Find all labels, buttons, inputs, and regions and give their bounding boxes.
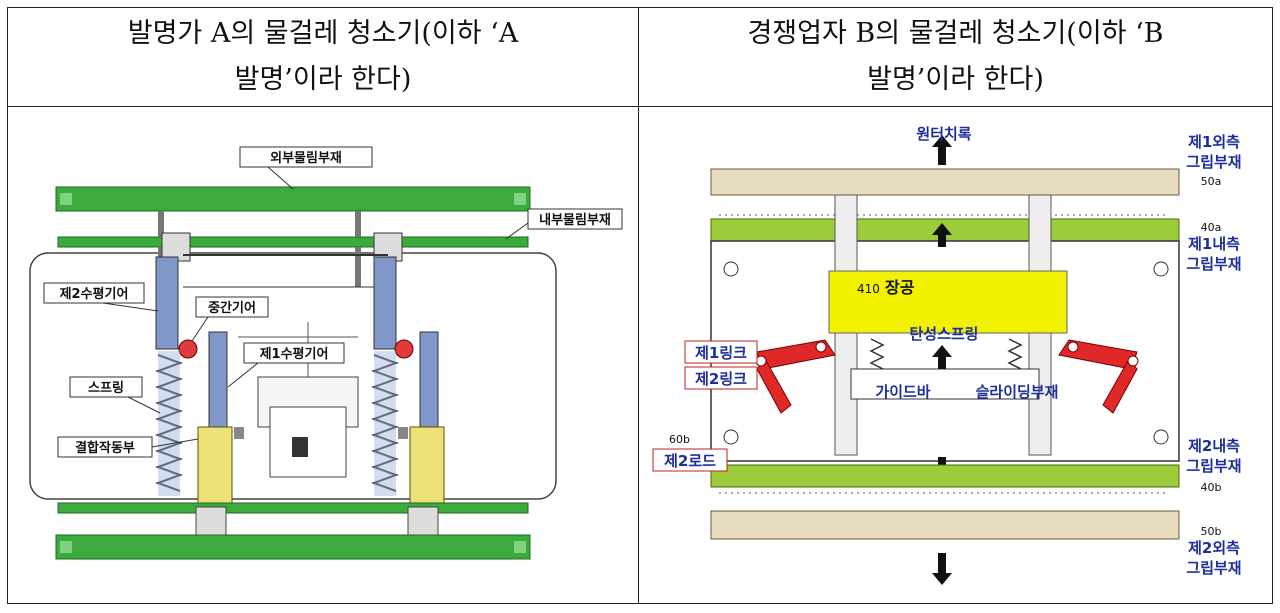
label-ref-40b: 40b [1201,481,1222,494]
label-gear2-text: 제2수평기어 [60,286,129,302]
arrow-up-low [932,345,952,369]
label-grip2-inner-a: 제2내측 [1188,437,1240,455]
header-right: 경쟁업자 B의 물걸레 청소기(이하 ‘B 발명’이라 한다) [639,8,1272,106]
left-diagram: 외부물림부재 내부물림부재 제2수평기어 중간기어 제1수평기어 스프링 결합작… [29,146,623,560]
label-sliding: 슬라이딩부재 [976,383,1059,401]
label-grip1-outer-a: 제1외측 [1188,133,1240,151]
label-ref-60b: 60b [669,433,690,446]
coupler-left [197,426,233,508]
label-ref-50b: 50b [1201,525,1222,538]
label-elastic-spring: 탄성스프링 [909,325,978,343]
slot-block [828,270,1068,334]
label-outer-text: 외부물림부재 [270,150,342,166]
label-coupler-text: 결합작동부 [75,440,135,456]
spring-left [155,354,183,492]
label-middle-gear-text: 중간기어 [208,300,256,316]
header-left: 발명가 A의 물걸레 청소기(이하 ‘A 발명’이라 한다) [8,8,638,106]
label-grip2-outer-b: 그립부재 [1186,559,1241,577]
label-grip1-outer-b: 그립부재 [1186,153,1241,171]
inner-bar-top [57,236,529,248]
label-middle-gear: 중간기어 [191,296,269,342]
arrow-up-mid [932,223,952,247]
label-coupler: 결합작동부 [57,436,199,458]
label-link2-text: 제2링크 [695,370,747,388]
outer-bar-bottom [55,534,531,560]
label-ref-40a: 40a [1201,221,1222,234]
label-slot: 장공 [885,278,915,297]
label-ref-50a: 50a [1201,175,1222,188]
label-guide-bar: 가이드바 [875,383,930,401]
label-gear2: 제2수평기어 [43,282,159,312]
header-right-line-1: 경쟁업자 B의 물걸레 청소기(이하 ‘B [747,18,1164,49]
label-grip2-outer-a: 제2외측 [1188,539,1240,557]
grip1-outer [710,168,1180,196]
label-gear1-text: 제1수평기어 [260,346,329,362]
header-right-line-2: 발명’이라 한다) [867,64,1044,95]
arrow-up-top [932,135,952,165]
label-inner-text: 내부물림부재 [539,212,611,228]
link-left [755,339,836,414]
label-grip1-inner-b: 그립부재 [1186,255,1241,273]
label-link1: 제1링크 [684,340,758,364]
table-frame [7,7,1273,604]
gear2-rack-left [155,256,179,350]
inner-bar-bottom [57,502,529,514]
right-diagram: 원터치록 제1외측 그립부재 50a 40a 제1내측 그립부재 410 장공 … [652,125,1242,585]
label-grip1-inner-a: 제1내측 [1188,235,1240,253]
outer-bar-top [55,186,531,212]
label-outer: 외부물림부재 [239,146,373,190]
header-left-line-1: 발명가 A의 물걸레 청소기(이하 ‘A [127,18,519,49]
column-divider [638,7,639,604]
label-ref-410: 410 [857,282,880,296]
label-rod2: 제2로드 [652,448,728,472]
arrow-down-bottom [932,553,952,585]
header-left-line-2: 발명’이라 한다) [234,64,412,95]
label-link1-text: 제1링크 [695,344,747,362]
label-spring-text: 스프링 [88,381,124,396]
link-right [1058,339,1139,414]
label-link2: 제2링크 [684,366,758,390]
label-spring: 스프링 [69,376,161,414]
label-grip2-inner-b: 그립부재 [1186,457,1241,475]
grip2-outer [710,510,1180,540]
label-inner: 내부물림부재 [505,208,623,240]
label-gear1: 제1수평기어 [227,342,345,388]
header-divider [7,106,1273,107]
grip2-inner [710,464,1180,488]
middle-gear-left [178,339,198,359]
label-center-dir: 원터치록 [916,125,971,143]
label-rod2-text: 제2로드 [664,452,716,470]
